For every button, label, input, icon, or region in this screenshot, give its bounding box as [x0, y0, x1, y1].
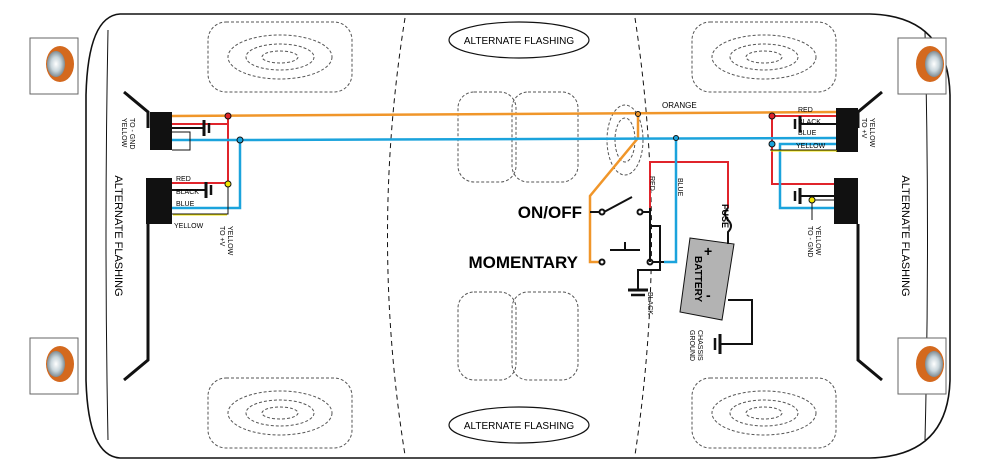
yellow-label-front-right: YELLOW — [796, 143, 826, 150]
alt-flashing-bottom-bubble — [448, 406, 590, 444]
red-label-front-right: RED — [798, 107, 813, 114]
lamp-rear-left — [29, 337, 79, 395]
to-gnd-label-front-left: TO - GND — [128, 118, 135, 149]
to-gnd-label-rear-right: TO - GND — [806, 226, 813, 257]
wheel-rear-right — [691, 377, 837, 449]
lamp-rear-right — [897, 337, 947, 395]
flasher-module-front-left — [150, 112, 172, 150]
battery — [679, 237, 735, 321]
wheel-front-left — [207, 21, 353, 93]
momentary-label: MOMENTARY — [468, 253, 578, 272]
wire-black — [172, 116, 836, 204]
ground-wire — [713, 299, 753, 354]
blue-label-front-right: BLUE — [798, 130, 817, 137]
momentary-switch — [598, 212, 664, 297]
wheel-rear-left — [207, 377, 353, 449]
alt-flashing-top-bubble — [448, 21, 590, 59]
on-off-label: ON/OFF — [518, 203, 582, 222]
red-label-switch: RED — [648, 176, 655, 191]
to-pos-label-front-right: TO +V — [860, 118, 867, 139]
alt-flashing-top-label: ALTERNATE FLASHING — [464, 36, 574, 47]
yellow-label-rear-left: YELLOW — [174, 223, 204, 230]
black-label-switch: BLACK — [646, 292, 653, 315]
wheel-front-right — [691, 21, 837, 93]
fuse-icon — [724, 207, 732, 238]
yellow-label-rear-left-vert: YELLOW — [226, 226, 233, 256]
battery-plus-label: + — [704, 243, 712, 259]
junctions — [224, 111, 816, 204]
chassis-ground-label-1: CHASSIS — [696, 330, 703, 361]
wire-red — [172, 115, 836, 208]
blue-label-rear-left: BLUE — [176, 201, 195, 208]
alt-flashing-right-label: ALTERNATE FLASHING — [899, 175, 911, 296]
lamp-front-right — [897, 37, 947, 95]
chassis-ground-label-2: GROUND — [688, 330, 695, 361]
wire-yellow — [172, 131, 836, 220]
fuse-label: FUSE — [720, 204, 730, 228]
yellow-label-front-right-vert: YELLOW — [868, 118, 875, 148]
seats — [457, 91, 644, 381]
yellow-label-front-left: YELLOW — [120, 118, 127, 148]
lamp-front-left — [29, 37, 79, 95]
red-label-rear-left: RED — [176, 176, 191, 183]
on-off-switch — [590, 196, 651, 216]
black-label-front-right: BLACK — [798, 119, 821, 126]
orange-wire-label: ORANGE — [662, 101, 697, 110]
alt-flashing-left-label: ALTERNATE FLASHING — [112, 175, 124, 296]
black-label-rear-left: BLACK — [176, 189, 199, 196]
battery-minus-label: - — [706, 287, 711, 303]
yellow-label-rear-right: YELLOW — [814, 226, 821, 256]
flasher-module-front-right — [836, 108, 858, 152]
flasher-module-rear-right — [834, 178, 858, 224]
flasher-module-rear-left — [146, 178, 172, 224]
to-pos-label-rear-left: TO +V — [218, 226, 225, 247]
battery-label: BATTERY — [692, 256, 703, 302]
wire-orange — [171, 110, 837, 264]
wire-blue — [172, 136, 837, 264]
alt-flashing-bottom-label: ALTERNATE FLASHING — [464, 421, 574, 432]
blue-label-switch: BLUE — [676, 178, 683, 197]
